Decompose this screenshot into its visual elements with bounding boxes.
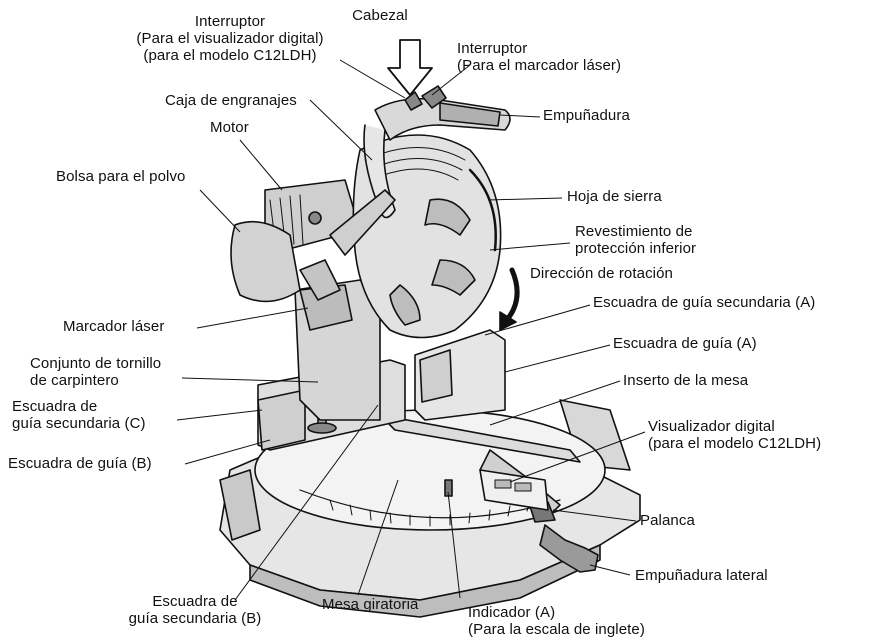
leader-empunadura [499,114,541,118]
leader-tornillo [181,377,319,383]
leader-guia-a [504,344,611,373]
switch-laser [421,85,447,109]
label-revestimiento: Revestimiento de protección inferior [575,223,697,257]
leader-caja-engranajes [309,99,373,161]
leader-motor [239,139,283,191]
label-escuadra-guia-sec-a: Escuadra de guía secundaria (A) [593,294,816,311]
leader-mesa [357,479,399,596]
label-motor: Motor [210,119,249,136]
turntable-scale-ticks [329,499,531,527]
label-direccion-rotacion: Dirección de rotación [530,265,674,282]
leader-bolsa [199,189,241,233]
label-escuadra-guia-b: Escuadra de guía (B) [8,455,152,472]
label-cabezal: Cabezal [352,7,408,24]
leader-empunadura-lateral [589,564,631,576]
leader-indicador [447,491,461,599]
label-empunadura-lateral: Empuñadura lateral [635,567,768,584]
label-escuadra-guia-sec-c: Escuadra de guía secundaria (C) [12,398,146,432]
leader-interruptor-digital [339,59,406,99]
label-empunadura: Empuñadura [543,107,630,124]
leader-guia-b [184,439,271,465]
rotation-arrow [502,267,520,325]
head-arrow [387,39,433,96]
label-inserto-mesa: Inserto de la mesa [623,372,749,389]
label-hoja-sierra: Hoja de sierra [567,188,662,205]
label-indicador-a: Indicador (A) (Para la escala de inglete… [468,604,645,638]
leader-palanca [552,509,637,522]
label-interruptor-digital: Interruptor (Para el visualizador digita… [136,13,324,64]
label-marcador-laser: Marcador láser [63,318,165,335]
fence-left-sub [257,389,306,451]
leader-interruptor-laser [431,64,471,96]
side-handle [539,524,599,573]
label-mesa-giratoria: Mesa giratoria [322,596,419,613]
leader-revestimiento [489,242,571,251]
motor-fins [269,194,304,245]
leader-visualizador [509,431,646,483]
base-left-foot [219,469,261,541]
switch-display [404,91,423,111]
table-insert [379,414,581,463]
label-tornillo-carpintero: Conjunto de tornillo de carpintero [30,355,162,389]
leader-marcador [196,307,309,329]
label-visualizador-digital: Visualizador digital (para el modelo C12… [648,418,822,452]
handle-grip [439,102,501,127]
label-caja-engranajes: Caja de engranajes [165,92,297,109]
label-interruptor-laser: Interruptor (Para el marcador láser) [457,40,622,74]
saw-blade-edge [468,168,497,252]
fence-right-sub [419,349,453,403]
motor-arm [329,189,396,256]
leader-sec-a [484,304,591,336]
leader-sec-b [234,404,379,601]
leader-sec-c [176,409,263,421]
leader-hoja [487,197,563,201]
indicator-a [444,479,453,497]
base-front-edge [249,544,601,618]
dust-bag [230,220,301,303]
leader-inserto [489,380,621,426]
label-escuadra-guia-sec-b: Escuadra de guía secundaria (B) [128,593,262,627]
lower-guard-openings [389,198,476,326]
label-bolsa-polvo: Bolsa para el polvo [56,168,186,185]
label-palanca: Palanca [640,512,695,529]
lower-arm [299,259,341,301]
label-escuadra-guia-a: Escuadra de guía (A) [613,335,757,352]
